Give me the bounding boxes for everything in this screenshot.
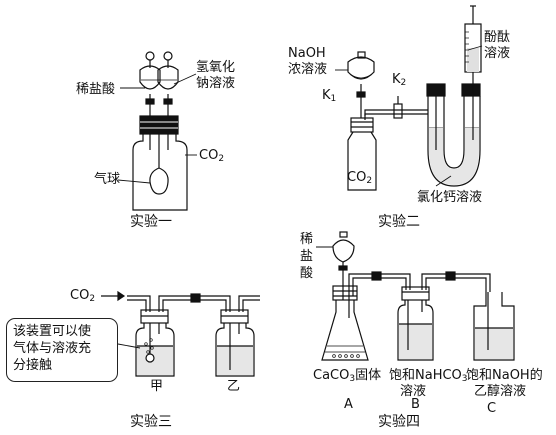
phenol-label-line1: 酚酞	[484, 30, 511, 45]
connector	[190, 293, 201, 303]
naoh-funnel-2	[347, 51, 375, 118]
bottle-jia-label: 甲	[150, 379, 164, 394]
flask-a	[321, 285, 369, 361]
flask-stopper	[350, 117, 374, 133]
naoh-funnel	[157, 51, 179, 118]
nahco3-line1: 饱和NaHCO3	[389, 368, 468, 384]
experiment3-apparatus	[101, 290, 260, 377]
note-line2: 气体与溶液充	[13, 341, 92, 356]
bottle-yi	[215, 309, 255, 377]
naoh-ethanol-line2: 乙醇溶液	[474, 384, 527, 399]
balloon	[149, 167, 169, 195]
caption-experiment3: 实验三	[130, 414, 172, 430]
note-box: 该装置可以使 气体与溶液充 分接触	[6, 318, 118, 382]
k1-label: K1	[322, 88, 337, 104]
bottle-c	[473, 292, 515, 361]
bottle-jia	[135, 309, 175, 377]
naoh-conc-line1: NaOH	[288, 46, 326, 61]
acid-label: 稀盐酸	[76, 82, 116, 97]
co2-label-3: CO2	[70, 288, 96, 304]
phenol-label-line2: 溶液	[484, 46, 511, 61]
phenol-syringe	[464, 5, 482, 140]
experiment2-apparatus	[335, 5, 483, 191]
k2-clamp	[393, 103, 403, 119]
co2-label-1: CO2	[199, 148, 225, 164]
jar	[132, 134, 188, 211]
bottle-b	[397, 286, 434, 361]
co2-flask	[347, 131, 377, 191]
caco3-label: CaCO3固体	[313, 368, 382, 384]
caption-experiment1: 实验一	[130, 214, 172, 230]
cacl2-label: 氯化钙溶液	[417, 190, 483, 205]
acid-funnel	[139, 51, 161, 118]
stopper	[139, 115, 179, 135]
acid4-line2: 盐	[300, 249, 314, 264]
letter-c: C	[487, 401, 497, 416]
nahco3-line2: 溶液	[400, 384, 427, 399]
co2-label-2: CO2	[347, 170, 373, 186]
bottle-yi-label: 乙	[227, 379, 241, 394]
u-tube	[426, 83, 481, 187]
note-line3: 分接触	[13, 358, 53, 373]
k2-label: K2	[392, 72, 407, 88]
experiment4-apparatus	[316, 231, 515, 361]
acid-funnel-4	[332, 231, 355, 300]
caption-experiment4: 实验四	[378, 414, 420, 430]
caption-experiment2: 实验二	[378, 214, 420, 230]
naoh-label-line1: 氢氧化	[196, 60, 236, 75]
naoh-ethanol-line1: 饱和NaOH的	[466, 368, 543, 383]
balloon-label: 气球	[94, 172, 121, 187]
letter-b: B	[411, 397, 420, 412]
naoh-conc-line2: 浓溶液	[288, 62, 328, 77]
experiment1-apparatus	[117, 51, 197, 211]
acid4-line1: 稀	[300, 232, 314, 247]
letter-a: A	[344, 397, 353, 412]
acid4-line3: 酸	[300, 266, 314, 281]
note-line1: 该装置可以使	[13, 324, 92, 339]
naoh-label-line2: 钠溶液	[196, 76, 236, 91]
